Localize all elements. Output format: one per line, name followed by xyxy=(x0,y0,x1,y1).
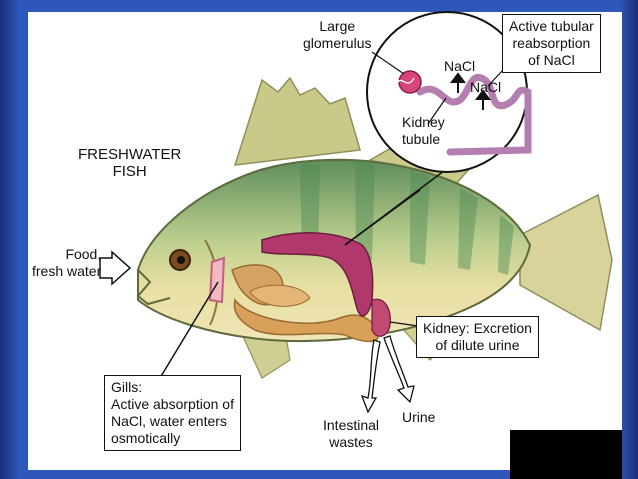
gills xyxy=(208,256,226,304)
intestine xyxy=(233,298,379,343)
diagram-title: FRESHWATER FISH xyxy=(78,146,182,180)
food-fresh-water-label: Food, fresh water xyxy=(32,246,102,279)
food-arrow xyxy=(99,250,132,286)
black-overlay-block xyxy=(510,430,622,479)
kidney xyxy=(261,232,374,317)
urinary-bladder xyxy=(371,298,391,337)
nacl-arrows xyxy=(450,72,491,110)
kidney-excretion-box: Kidney: Excretion of dilute urine xyxy=(416,316,539,358)
dorsal-fin xyxy=(233,76,361,166)
large-glomerulus-label: Large glomerulus xyxy=(303,18,372,51)
tail-fin xyxy=(519,193,613,332)
kidney-tubule-drawing xyxy=(397,70,532,156)
intestinal-wastes-arrow xyxy=(360,339,381,414)
liver xyxy=(249,284,311,307)
nacl-label-1: NaCl xyxy=(444,58,476,74)
urine-label: Urine xyxy=(402,409,436,425)
active-tubular-reabsorption-box: Active tubular reabsorption of NaCl xyxy=(502,14,601,73)
fish-mouth xyxy=(136,269,171,306)
nacl-label-2: NaCl xyxy=(470,79,502,95)
kidney-tubule-label: Kidney tubule xyxy=(402,114,445,147)
urine-arrow xyxy=(383,335,415,404)
gills-box: Gills: Active absorption of NaCl, water … xyxy=(104,375,241,451)
intestinal-wastes-label: Intestinal wastes xyxy=(323,417,380,450)
